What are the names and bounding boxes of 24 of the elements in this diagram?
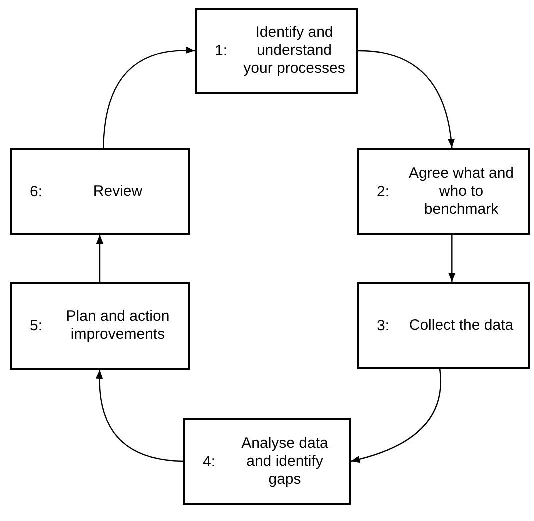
process-box <box>10 282 190 370</box>
step-label: Review <box>92 182 144 200</box>
step-number: 2: <box>377 183 390 200</box>
process-box <box>357 148 530 235</box>
arrow <box>358 50 455 148</box>
process-box <box>183 418 351 505</box>
process-box <box>10 148 190 235</box>
step-number: 5: <box>30 318 43 334</box>
step-label: Agree what and who to benchmark <box>408 164 516 218</box>
step-number: 1: <box>215 42 228 60</box>
step-label: Plan and action improvements <box>65 308 171 344</box>
step-label: Identify and understand your processes <box>242 24 346 78</box>
arrow <box>448 235 456 282</box>
arrow <box>350 368 442 463</box>
step-label: Analyse data and identify gaps <box>240 434 330 488</box>
step-number: 6: <box>30 183 43 200</box>
process-box <box>357 282 530 369</box>
process-box <box>195 8 358 94</box>
arrow <box>96 235 104 282</box>
step-label: Collect the data <box>408 316 515 334</box>
step-number: 3: <box>377 317 390 334</box>
arrow <box>96 370 184 462</box>
step-number: 4: <box>203 453 216 470</box>
arrow <box>103 47 195 148</box>
